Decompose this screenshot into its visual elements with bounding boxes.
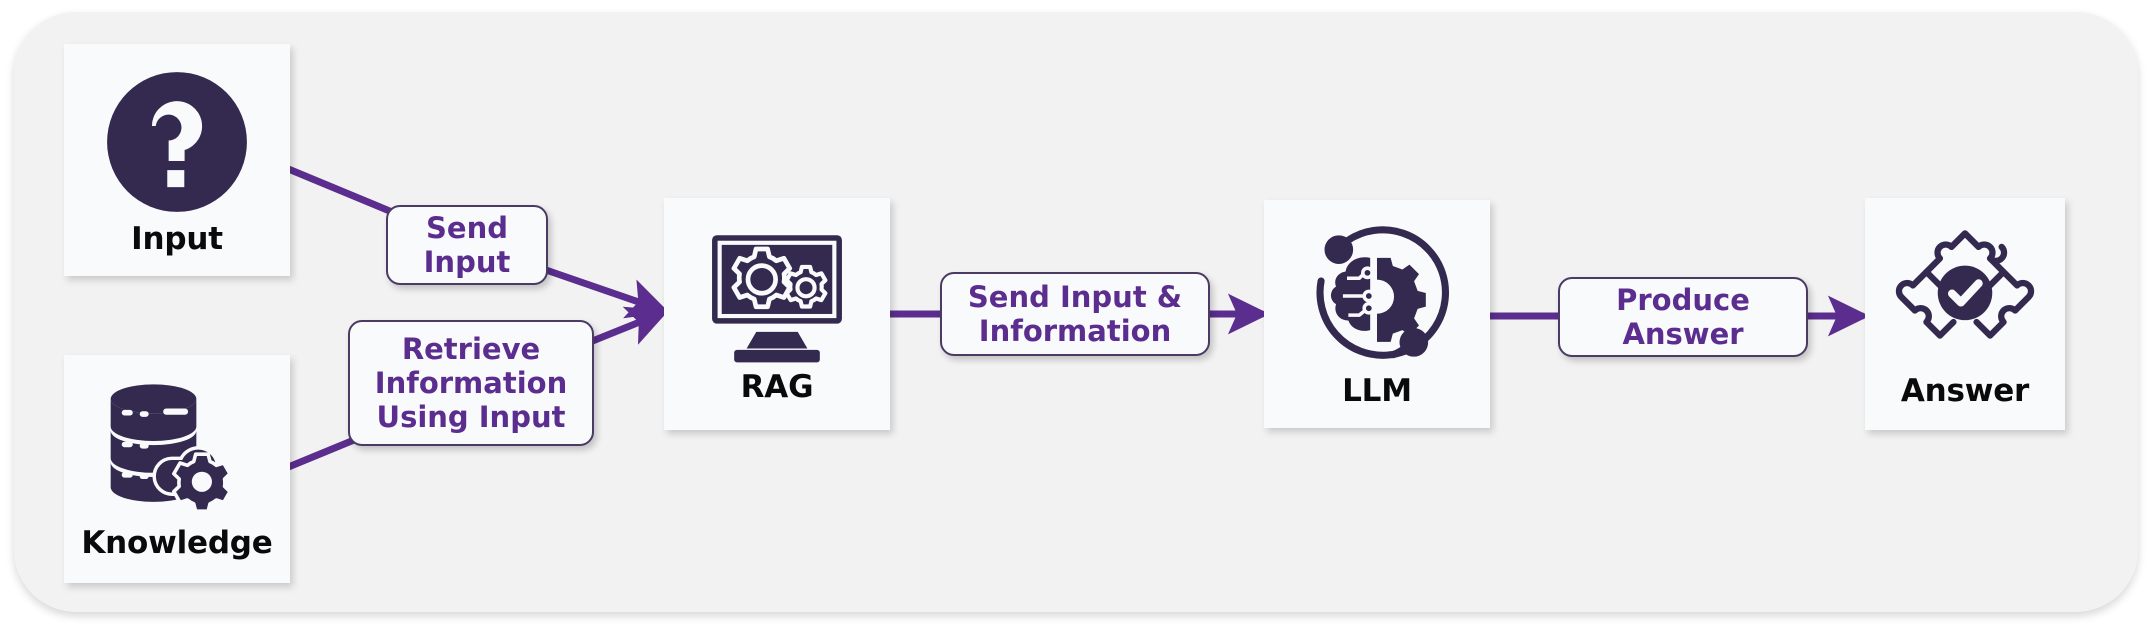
- edge-label-retrieve-information-using-input[interactable]: Retrieve Information Using Input: [348, 320, 594, 446]
- node-answer[interactable]: Answer: [1865, 198, 2065, 430]
- node-label-input: Input: [131, 220, 223, 257]
- edge-label-send-input-and-information[interactable]: Send Input & Information: [940, 272, 1210, 356]
- node-knowledge[interactable]: Knowledge: [64, 355, 290, 583]
- node-label-answer: Answer: [1900, 372, 2030, 409]
- node-rag[interactable]: RAG: [664, 198, 890, 430]
- node-label-knowledge: Knowledge: [81, 524, 273, 561]
- brain-gear-orbit-icon: [1302, 222, 1452, 370]
- edge-label-produce-answer[interactable]: Produce Answer: [1558, 277, 1808, 357]
- edge-label-send-input[interactable]: Send Input: [386, 205, 548, 285]
- edge-label-line: Retrieve: [401, 331, 541, 366]
- node-label-rag: RAG: [740, 368, 814, 405]
- edge-label-line: Input: [423, 245, 511, 279]
- monitor-gears-icon: [701, 226, 853, 366]
- puzzle-check-icon: [1890, 222, 2040, 372]
- edge-label-line: Using Input: [376, 400, 566, 435]
- edge-label-line: Information: [978, 314, 1172, 348]
- edge-label-line: Send Input &: [967, 279, 1183, 314]
- edge-label-line: Information: [374, 365, 568, 400]
- node-input[interactable]: Input: [64, 44, 290, 276]
- edge-label-line: Produce: [1616, 282, 1750, 317]
- edge-label-line: Send: [426, 210, 508, 245]
- node-llm[interactable]: LLM: [1264, 200, 1490, 428]
- node-label-llm: LLM: [1342, 372, 1412, 409]
- database-cloud-gear-icon: [101, 380, 253, 520]
- edge-label-line: Answer: [1622, 317, 1744, 351]
- question-mark-circle-icon: [101, 66, 253, 218]
